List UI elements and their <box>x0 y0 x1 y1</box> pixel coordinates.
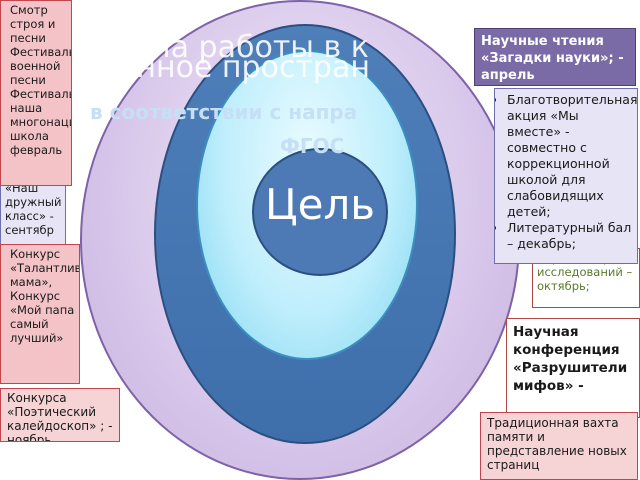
memory-watch-box: Традиционная вахта памяти и представлени… <box>480 412 638 480</box>
charity-events-list: Благотворительная акция «Мы вместе» - со… <box>500 92 637 252</box>
overlay-text-3: в соответствии с напра <box>90 100 358 124</box>
memory-watch-text: Традиционная вахта памяти и представлени… <box>487 416 627 472</box>
goal-circle <box>252 148 388 276</box>
list-item: Смотр строя и песни <box>10 3 69 45</box>
parent-contests-box: Конкурс «Талантливая мама», Конкурс «Мой… <box>0 244 80 384</box>
overlay-text-1: ма работы в к <box>148 30 369 65</box>
class-event-box: «Наш дружный класс» - сентябр <box>0 178 66 248</box>
song-events-list: Смотр строя и песни Фестиваль военной пе… <box>3 3 71 157</box>
science-readings-box: Научные чтения «Загадки науки»; - апрель <box>474 28 636 86</box>
poetry-contest-box: Конкурса «Поэтический калейдоскоп» ; - н… <box>0 388 120 442</box>
list-item: Благотворительная акция «Мы вместе» - со… <box>507 92 637 220</box>
conference-box: Научная конференция «Разрушители мифов» … <box>506 318 640 418</box>
list-item: Конкурс «Талантливая мама», <box>10 247 79 289</box>
list-item: Фестиваль наша многонациональная школа ф… <box>10 87 71 157</box>
charity-events-box: Благотворительная акция «Мы вместе» - со… <box>494 88 638 264</box>
poetry-contest-text: Конкурса «Поэтический калейдоскоп» ; - н… <box>7 391 113 442</box>
class-event-text: «Наш дружный класс» - сентябр <box>5 181 62 237</box>
overlay-text-2: онное простран <box>118 50 370 85</box>
goal-label: Цель <box>264 180 376 229</box>
list-item: Фестиваль военной песни <box>10 45 71 87</box>
song-events-box: Смотр строя и песни Фестиваль военной пе… <box>0 0 72 186</box>
conference-text: Научная конференция «Разрушители мифов» … <box>513 324 628 394</box>
list-item: Конкурс «Мой папа самый лучший» <box>10 289 77 345</box>
list-item: Литературный бал – декабрь; <box>507 220 632 252</box>
parent-contests-list: Конкурс «Талантливая мама», Конкурс «Мой… <box>3 247 79 345</box>
science-readings-text: Научные чтения «Загадки науки»; - апрель <box>481 34 624 83</box>
overlay-text-4: ФГОС <box>280 134 345 158</box>
